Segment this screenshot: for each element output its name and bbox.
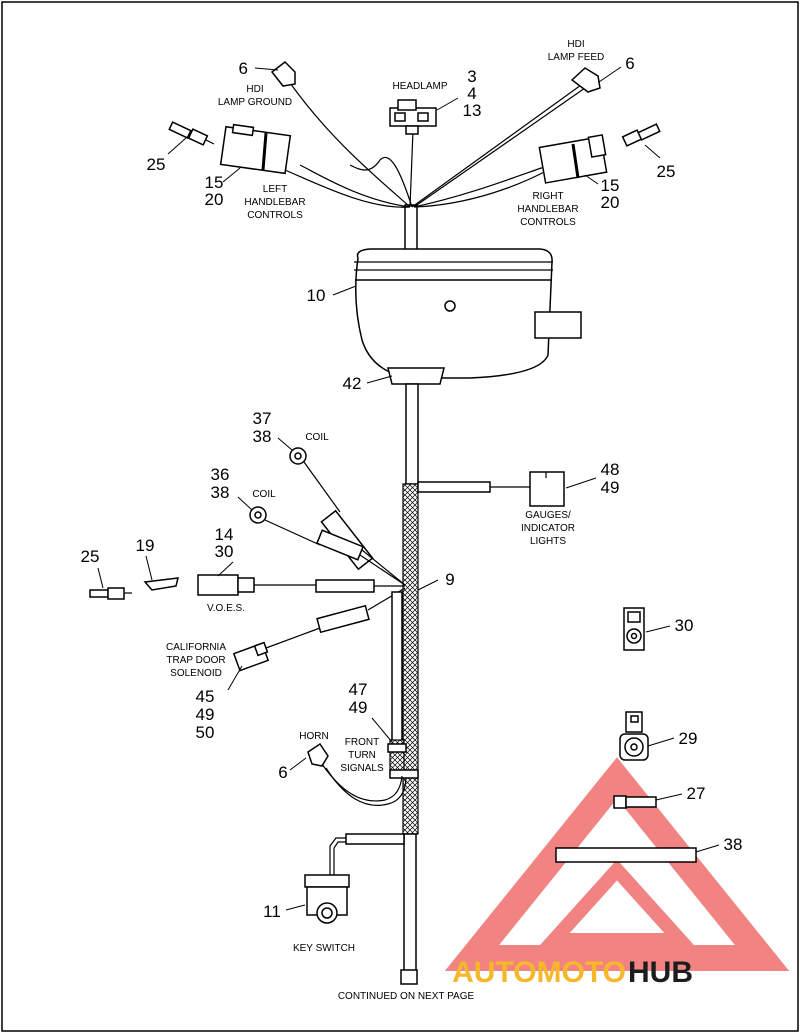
label-hdi-feed-1: HDI <box>567 39 584 50</box>
connector-29 <box>619 711 649 761</box>
label-left-controls-1: LEFT <box>263 184 287 195</box>
callout-left-controls-1: 15 <box>205 173 224 192</box>
callout-terminal-left: 25 <box>81 547 100 566</box>
callout-hdi-ground: 6 <box>239 59 248 78</box>
callout-right-controls-2: 20 <box>601 193 620 212</box>
main-harness <box>400 383 419 985</box>
callout-nacelle-bottom: 42 <box>343 374 362 393</box>
watermark-right-text: HUB <box>628 956 693 989</box>
callout-voes-2: 30 <box>215 542 234 561</box>
callout-harness: 9 <box>445 570 454 589</box>
callout-coil-lower-2: 38 <box>211 483 230 502</box>
hdi-ground-connector <box>270 61 296 87</box>
callout-hdi-feed: 6 <box>625 54 634 73</box>
label-voes: V.O.E.S. <box>207 603 245 614</box>
terminal-25-left <box>89 587 132 600</box>
gauges-branch <box>417 471 565 507</box>
coil-lower-branch <box>249 506 406 586</box>
left-handlebar-connector <box>219 123 292 175</box>
voes-branch <box>197 574 405 596</box>
label-left-controls-2: HANDLEBAR <box>244 197 305 208</box>
label-turn-2: TURN <box>348 750 376 761</box>
label-turn-1: FRONT <box>345 737 379 748</box>
callout-solenoid-1: 45 <box>196 687 215 706</box>
callout-gauges-1: 48 <box>601 460 620 479</box>
label-left-controls-3: CONTROLS <box>247 210 303 221</box>
right-handlebar-connector <box>538 134 608 184</box>
callout-coil-upper-2: 38 <box>253 427 272 446</box>
callout-right-terminal: 25 <box>657 162 676 181</box>
callout-tube-38: 38 <box>724 835 743 854</box>
upper-wiring <box>284 79 589 254</box>
label-gauges-2: INDICATOR <box>521 523 575 534</box>
label-continued: CONTINUED ON NEXT PAGE <box>338 991 475 1002</box>
label-horn: HORN <box>299 731 328 742</box>
label-hdi-feed-2: LAMP FEED <box>548 52 605 63</box>
label-key-switch: KEY SWITCH <box>293 943 355 954</box>
label-right-controls-2: HANDLEBAR <box>517 204 578 215</box>
callout-headlamp-1: 3 <box>467 67 476 86</box>
label-headlamp: HEADLAMP <box>392 81 447 92</box>
label-solenoid-2: TRAP DOOR <box>166 655 225 666</box>
pin-19 <box>143 577 179 591</box>
callout-left-controls-2: 20 <box>205 190 224 209</box>
connector-30 <box>623 607 645 651</box>
label-right-controls-1: RIGHT <box>532 191 563 202</box>
coil-upper-branch <box>289 447 406 586</box>
callout-turn-1: 47 <box>349 680 368 699</box>
callout-voes-1: 14 <box>215 525 234 544</box>
label-solenoid-3: SOLENOID <box>170 668 222 679</box>
headlamp-nacelle <box>354 248 582 385</box>
callout-turn-2: 49 <box>349 698 368 717</box>
turn-signals-branch <box>387 591 419 779</box>
label-right-controls-3: CONTROLS <box>520 217 576 228</box>
leader-lines <box>97 66 720 911</box>
label-gauges-3: LIGHTS <box>530 536 566 547</box>
label-solenoid-1: CALIFORNIA <box>166 642 226 653</box>
callout-connector-30: 30 <box>675 616 694 635</box>
label-coil-lower: COIL <box>252 489 276 500</box>
pin-27 <box>613 795 657 809</box>
solenoid-branch <box>232 587 406 672</box>
watermark-left-text: AUTOMOTO <box>452 956 626 989</box>
callout-coil-upper-1: 37 <box>253 409 272 428</box>
right-terminal <box>621 123 661 147</box>
headlamp-connector <box>389 99 437 135</box>
label-gauges-1: GAUGES/ <box>525 510 571 521</box>
label-hdi-ground-1: HDI <box>246 84 263 95</box>
left-terminal <box>168 121 215 146</box>
tube-38 <box>555 847 697 863</box>
label-hdi-ground-2: LAMP GROUND <box>218 97 292 108</box>
callout-coil-lower-1: 36 <box>211 465 230 484</box>
watermark-logo <box>444 757 790 971</box>
callout-right-controls-1: 15 <box>601 176 620 195</box>
callout-connector-29: 29 <box>679 729 698 748</box>
key-switch-branch <box>304 833 405 924</box>
callout-nacelle: 10 <box>307 286 326 305</box>
label-coil-upper: COIL <box>305 432 329 443</box>
callout-gauges-2: 49 <box>601 478 620 497</box>
callout-headlamp-3: 13 <box>463 101 482 120</box>
callout-horn: 6 <box>278 763 287 782</box>
callout-solenoid-2: 49 <box>196 705 215 724</box>
callout-key-switch: 11 <box>263 902 281 921</box>
callout-solenoid-3: 50 <box>196 723 215 742</box>
callout-pin: 19 <box>136 536 155 555</box>
callout-left-terminal: 25 <box>147 155 166 174</box>
label-turn-3: SIGNALS <box>340 763 384 774</box>
callout-headlamp-2: 4 <box>467 84 476 103</box>
callout-pin-27: 27 <box>687 784 706 803</box>
horn-branch <box>307 742 407 806</box>
